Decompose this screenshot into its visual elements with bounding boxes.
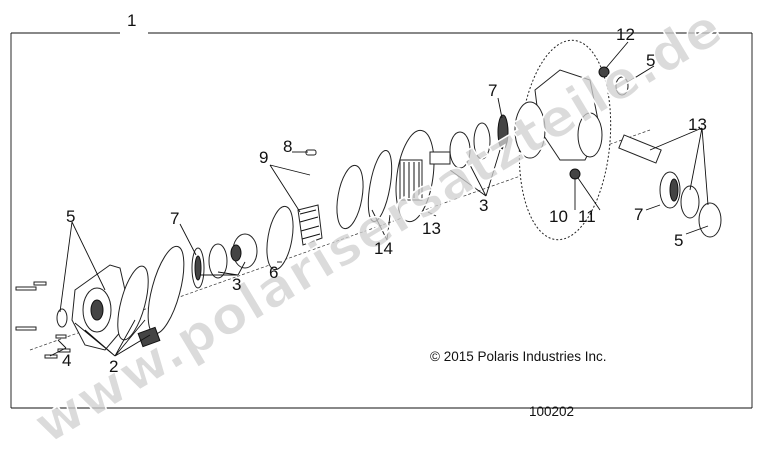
callout-3: 3 [479, 196, 488, 215]
middle-parts [297, 114, 509, 246]
callout-9: 9 [259, 148, 268, 167]
watermark: www.polarisersatzteile.de [24, 0, 733, 456]
filter-part [137, 326, 161, 348]
left-housing-part [15, 205, 294, 359]
right-housing-part [514, 39, 722, 241]
callout-7: 7 [488, 81, 497, 100]
assembly-frame [10, 32, 753, 409]
callout-7: 7 [634, 205, 643, 224]
callout-12: 12 [616, 25, 635, 44]
callout-14: 14 [374, 239, 393, 258]
callout-5: 5 [674, 231, 683, 250]
bolts [15, 281, 71, 359]
callout-8: 8 [283, 137, 292, 156]
callout-2: 2 [109, 357, 118, 376]
callout-4: 4 [62, 351, 71, 370]
callout-6: 6 [269, 263, 278, 282]
figure-number: 100202 [529, 404, 574, 419]
callout-7: 7 [170, 209, 179, 228]
leader-lines [49, 41, 709, 357]
callout-10: 10 [549, 207, 568, 226]
callout-5: 5 [66, 207, 75, 226]
callout-labels: 1 12 5 7 13 9 8 3 10 11 7 5 7 13 5 14 6 … [62, 11, 707, 376]
copyright-text: © 2015 Polaris Industries Inc. [430, 349, 607, 364]
callout-1: 1 [127, 11, 136, 30]
callout-5: 5 [646, 51, 655, 70]
callout-13: 13 [422, 219, 441, 238]
callout-13: 13 [688, 115, 707, 134]
callout-11: 11 [578, 207, 596, 226]
callout-3: 3 [232, 275, 241, 294]
